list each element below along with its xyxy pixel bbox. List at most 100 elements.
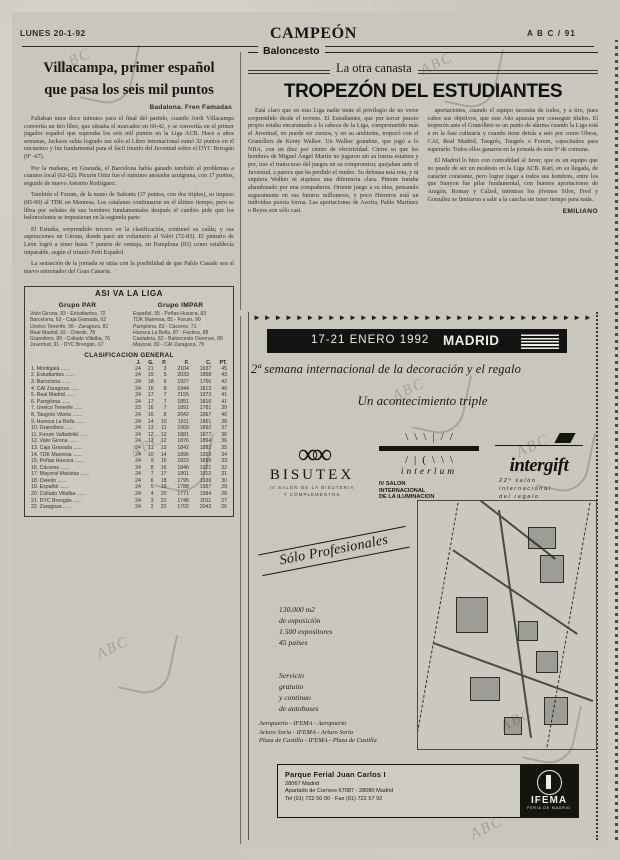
advertisement: ►► ►► ►► ►► ►► ►► ►► ►► ►► ►► ►► ►► ►► ►… bbox=[248, 312, 598, 840]
standings-total-points: 43 bbox=[221, 372, 227, 379]
result-line: TDK Manresa, 85 - Forum, 90 bbox=[133, 317, 201, 324]
subkicker-rule-2 bbox=[248, 73, 598, 74]
standings-won: 12 bbox=[147, 431, 154, 438]
standings-points-for: 1881 bbox=[177, 431, 189, 438]
standings-won: 17 bbox=[147, 392, 154, 399]
subkicker-rule-1 bbox=[248, 70, 598, 71]
ifema-name: IFEMA bbox=[530, 795, 568, 806]
standings-points-for: 2042 bbox=[177, 411, 189, 418]
paragraph: El Madrid lo hizo con comodidad al Juver… bbox=[427, 158, 599, 203]
standings-total-points: 30 bbox=[221, 477, 227, 484]
arrow-icon: ► bbox=[413, 313, 421, 322]
standings-total-points: 29 bbox=[221, 484, 227, 491]
standings-points-against: 1939 bbox=[199, 477, 212, 484]
standings-lost: 7 bbox=[163, 392, 167, 399]
standings-points-for: 2104 bbox=[177, 365, 189, 372]
standings-won: 21 bbox=[147, 365, 154, 372]
ad-tagline: 2ª semana internacional de la decoración… bbox=[251, 362, 521, 376]
standings-points-for: 1788 bbox=[177, 484, 189, 491]
standings-points-for: 1795 bbox=[177, 477, 189, 484]
ad-date-banner: 17-21 ENERO 1992 MADRID bbox=[267, 329, 567, 353]
standings-total-points: 41 bbox=[221, 392, 227, 399]
standings-points-for: 1702 bbox=[177, 504, 189, 511]
standings-points-for: 1909 bbox=[177, 425, 189, 432]
bisutex-sub-1: IV SALON DE LA BISUTERIA bbox=[269, 485, 355, 490]
standings-total-points: 38 bbox=[221, 418, 227, 425]
col-f: F. bbox=[184, 359, 189, 366]
ad-subtagline: Un acontecimiento triple bbox=[357, 393, 488, 408]
standings-lost: 11 bbox=[161, 425, 167, 432]
arrow-icon: ► bbox=[519, 313, 528, 322]
group-impar-label: Grupo IMPAR bbox=[157, 302, 204, 310]
group-par: Grupo PAR Valvi Girona, 83 - Estudiantes… bbox=[30, 302, 125, 348]
standings-total-points: 36 bbox=[221, 431, 227, 438]
service-line: Servicio bbox=[279, 671, 304, 680]
standings-lost: 8 bbox=[163, 411, 167, 418]
group-impar-results: Español, 95 - Peñas Huesca, 83 TDK Manre… bbox=[133, 311, 228, 348]
standings-team: 10. Granollers ...... bbox=[31, 425, 74, 432]
arrow-icon: ► bbox=[253, 313, 261, 322]
standings-total-points: 42 bbox=[221, 378, 227, 385]
intergift-name: intergift bbox=[509, 455, 569, 476]
standings-points-for: 1927 bbox=[177, 378, 189, 385]
group-impar: Grupo IMPAR Español, 95 - Peñas Huesca, … bbox=[133, 302, 228, 348]
paragraph: También el Forum, de la mano de Sabonis … bbox=[24, 192, 234, 222]
standings-total-points: 26 bbox=[221, 504, 227, 511]
page-folio: A B C / 91 bbox=[526, 29, 576, 38]
kicker-row: Baloncesto bbox=[248, 45, 598, 62]
col-p: P. bbox=[162, 359, 167, 366]
standings-points-against: 1882 bbox=[199, 444, 212, 451]
standings-played: 24 bbox=[135, 365, 141, 372]
standings-points-for: 2155 bbox=[177, 392, 189, 399]
standings-won: 19 bbox=[147, 372, 154, 379]
paragraph: El Estudia, sorprendido tercero en la cl… bbox=[24, 226, 234, 256]
halftone-grid-icon bbox=[521, 333, 559, 349]
column-divider bbox=[240, 316, 241, 844]
arrow-icon: ► bbox=[285, 313, 293, 322]
standings-played: 24 bbox=[135, 451, 141, 458]
liga-box-title: ASI VA LA LIGA bbox=[94, 289, 164, 299]
standings-team: 3. Barcelona ...... bbox=[31, 378, 71, 385]
left-byline: Badalona. Fren Famadas bbox=[149, 104, 232, 111]
article-col-1: Está claro que en esta Liga nadie tiene … bbox=[248, 108, 419, 220]
standings-played: 24 bbox=[135, 471, 141, 478]
standings-points-against: 1984 bbox=[199, 491, 212, 498]
paragraph: Por la mañana, en Granada, el Barcelona … bbox=[24, 165, 235, 187]
standings-won: 7 bbox=[150, 471, 154, 478]
standings-won: 17 bbox=[147, 398, 154, 405]
logo-bisutex: ∞∞ BISUTEX IV SALON DE LA BISUTERIA Y CO… bbox=[257, 441, 367, 498]
standings-played: 24 bbox=[135, 458, 141, 465]
paragraph: Faltaban unos doce minutos para el final… bbox=[24, 116, 234, 160]
standings-won: 5 bbox=[150, 484, 154, 491]
arrow-icon: ► bbox=[434, 313, 443, 322]
intergift-sub-2: internacional bbox=[499, 486, 552, 492]
arrow-icon: ► bbox=[583, 313, 592, 322]
masthead-date: LUNES 20-1-92 bbox=[20, 28, 86, 38]
standings-team: 11. Forum Valladolid ...... bbox=[31, 431, 88, 438]
venue-name: Parque Ferial Juan Carlos I bbox=[285, 770, 386, 779]
standings-team: 15. Peñas Huesca ...... bbox=[31, 458, 84, 465]
intergift-sub-1: 22º salón bbox=[499, 478, 537, 484]
section-title: CAMPEÓN bbox=[270, 25, 357, 42]
standings-table: J. G. P. F. C. PT. 1. Montigalà ......24… bbox=[30, 360, 228, 511]
interlum-sub-1: IV SALON bbox=[379, 481, 406, 487]
route-line: Arturo Soria - IFEMA - Arturo Soria bbox=[259, 728, 354, 736]
col-c: C. bbox=[206, 359, 212, 366]
standings-won: 18 bbox=[147, 378, 154, 385]
standings-lost: 19 bbox=[160, 484, 167, 491]
column-divider bbox=[240, 52, 241, 310]
standings-won: 8 bbox=[150, 464, 154, 471]
standings-points-against: 1894 bbox=[199, 438, 212, 445]
standings-points-for: 2033 bbox=[177, 372, 189, 379]
standings-lost: 12 bbox=[160, 431, 167, 438]
standings-points-for: 1846 bbox=[177, 464, 189, 471]
service-line: y continuo bbox=[279, 693, 311, 702]
interlum-sub-3: DE LA ILUMINACION bbox=[379, 494, 435, 501]
